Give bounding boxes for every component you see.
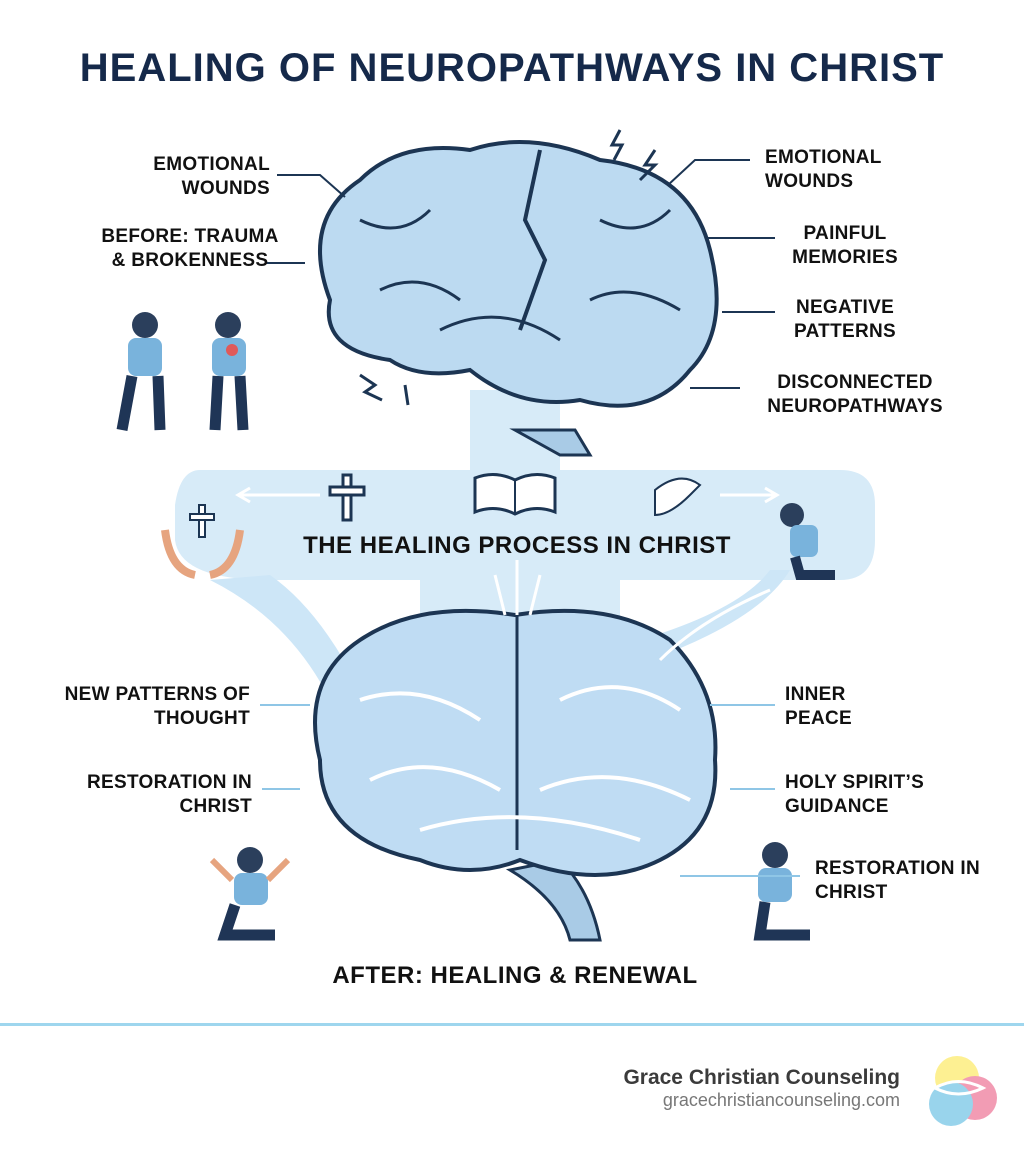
after-caption: AFTER: HEALING & RENEWAL [332, 962, 698, 989]
footer-brand-name: Grace Christian Counseling [623, 1066, 900, 1089]
grace-logo-icon [929, 1056, 997, 1126]
distressed-person-1 [116, 312, 166, 432]
label-painful-memories: PAINFUL MEMORIES [792, 223, 898, 268]
connector-lines [265, 159, 775, 389]
footer-divider [0, 1023, 1024, 1026]
label-holy-spirit-guidance: HOLY SPIRIT’S GUIDANCE [785, 772, 925, 817]
footer-url[interactable]: gracechristiancounseling.com [662, 1090, 900, 1110]
label-inner-peace: INNER PEACE [785, 684, 852, 729]
distressed-person-2 [209, 312, 249, 431]
label-new-patterns: NEW PATTERNS OF THOUGHT [64, 684, 250, 729]
renewed-brain-illustration [313, 560, 718, 942]
label-emotional-wounds-right: EMOTIONAL WOUNDS [765, 147, 882, 192]
bible-icon [473, 473, 557, 516]
cross-icon [328, 473, 366, 522]
healing-process-label: THE HEALING PROCESS IN CHRIST [303, 532, 731, 559]
label-restoration-left: RESTORATION IN CHRIST [86, 772, 252, 817]
connector-lines-after [260, 704, 800, 877]
rejoicing-person [209, 847, 291, 941]
label-emotional-wounds-left: EMOTIONAL WOUNDS [153, 154, 270, 199]
broken-brain-illustration [318, 129, 719, 457]
page-title: HEALING OF NEUROPATHWAYS IN CHRIST [79, 46, 945, 90]
label-disconnected-neuropathways: DISCONNECTED NEUROPATHWAYS [767, 372, 943, 417]
cross-in-hands-icon [161, 504, 244, 579]
arrows [235, 486, 780, 662]
label-negative-patterns: NEGATIVE PATTERNS [794, 297, 896, 342]
label-restoration-right: RESTORATION IN CHRIST [815, 858, 981, 903]
worshipping-person [753, 842, 810, 941]
label-before-trauma: BEFORE: TRAUMA & BROKENNESS [101, 226, 279, 271]
dove-icon [654, 477, 702, 517]
praying-person [780, 503, 835, 580]
